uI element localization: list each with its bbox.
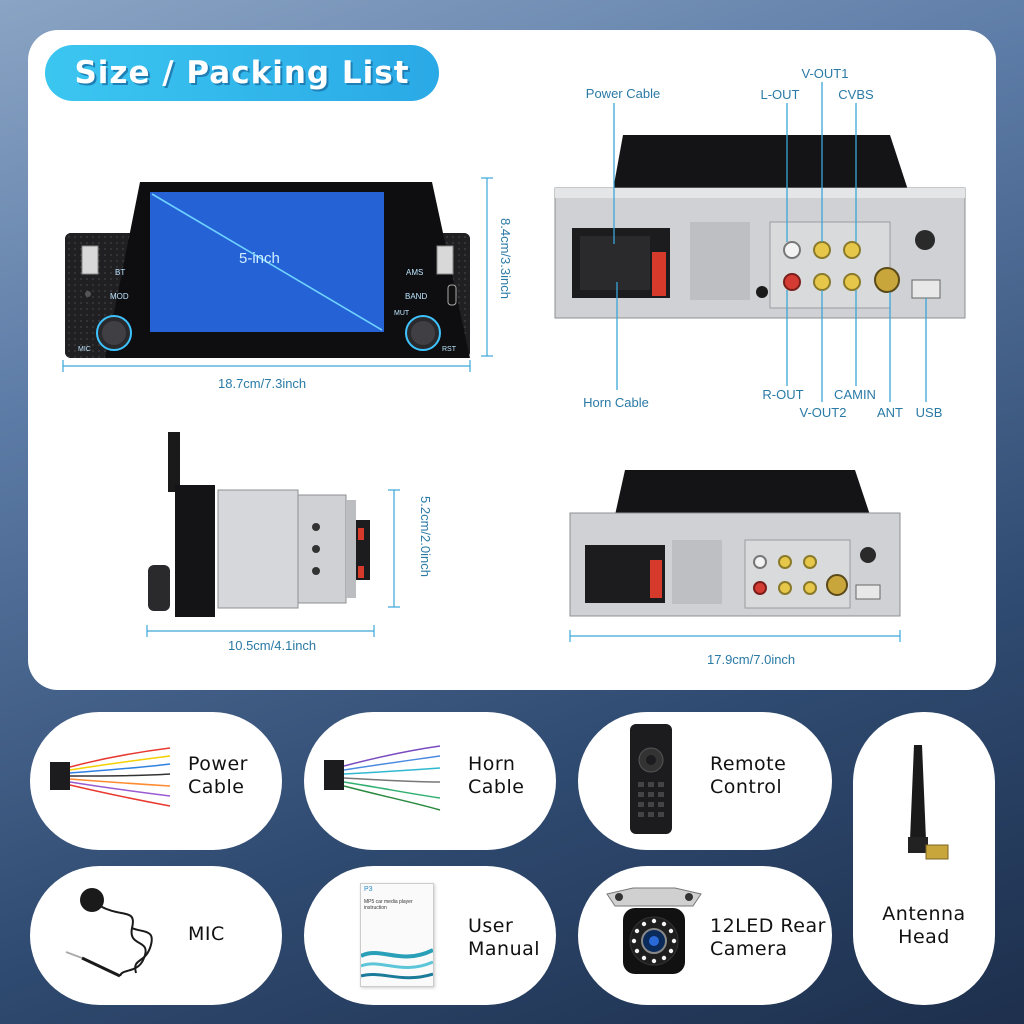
label-ant: ANT [877,405,903,420]
packing-label-rear-camera: 12LED Rear Camera [710,915,826,960]
packing-label-mic: MIC [188,923,225,945]
packing-label-antenna-head: Antenna Head [882,903,966,948]
front-width-dimension: 18.7cm/7.3inch [218,376,307,391]
manual-title: MP5 car media player instruction [364,899,413,911]
rear-width-dimension: 17.9cm/7.0inch [707,652,796,667]
microphone-icon [65,888,153,978]
remote-control-icon [630,724,672,834]
label-horn-cable: Horn Cable [583,395,649,410]
user-manual-icon: P3 MP5 car media player instruction [360,883,434,987]
packing-label-horn-cable: Horn Cable [468,753,525,798]
packing-item-mic [30,866,282,1005]
label-r-out: R-OUT [762,387,804,402]
packing-label-power-cable: Power Cable [188,753,248,798]
label-l-out: L-OUT [760,87,800,102]
label-power-cable: Power Cable [585,86,661,101]
button-label-bt: BT [115,268,126,277]
packing-item-power-cable [30,712,282,850]
label-camin: CAMIN [834,387,876,402]
packing-item-antenna-head [853,712,995,1005]
button-label-rst: RST [442,346,456,353]
packing-item-rear-camera [578,866,832,1005]
button-label-mod: MOD [110,292,129,301]
power-cable-icon [50,747,171,807]
button-label-mut: MUT [394,310,410,317]
label-cvbs: CVBS [838,87,874,102]
antenna-head-icon [908,745,949,860]
side-depth-dimension: 10.5cm/4.1inch [228,638,317,653]
horn-cable-icon [324,745,441,811]
rear-camera-icon [606,887,702,974]
packing-item-horn-cable [304,712,556,850]
button-label-band: BAND [405,292,428,301]
label-v-out2: V-OUT2 [799,405,847,420]
page-title: Size / Packing List [45,45,439,101]
packing-item-remote-control [578,712,832,850]
packing-label-user-manual: User Manual [468,915,541,960]
label-v-out1: V-OUT1 [801,66,849,81]
button-label-mic: MIC [78,346,91,353]
screen-size-label: 5-inch [239,250,280,267]
button-label-ams: AMS [406,268,424,277]
manual-brand: P3 [364,886,373,893]
label-usb: USB [915,405,943,420]
packing-label-remote-control: Remote Control [710,753,787,798]
